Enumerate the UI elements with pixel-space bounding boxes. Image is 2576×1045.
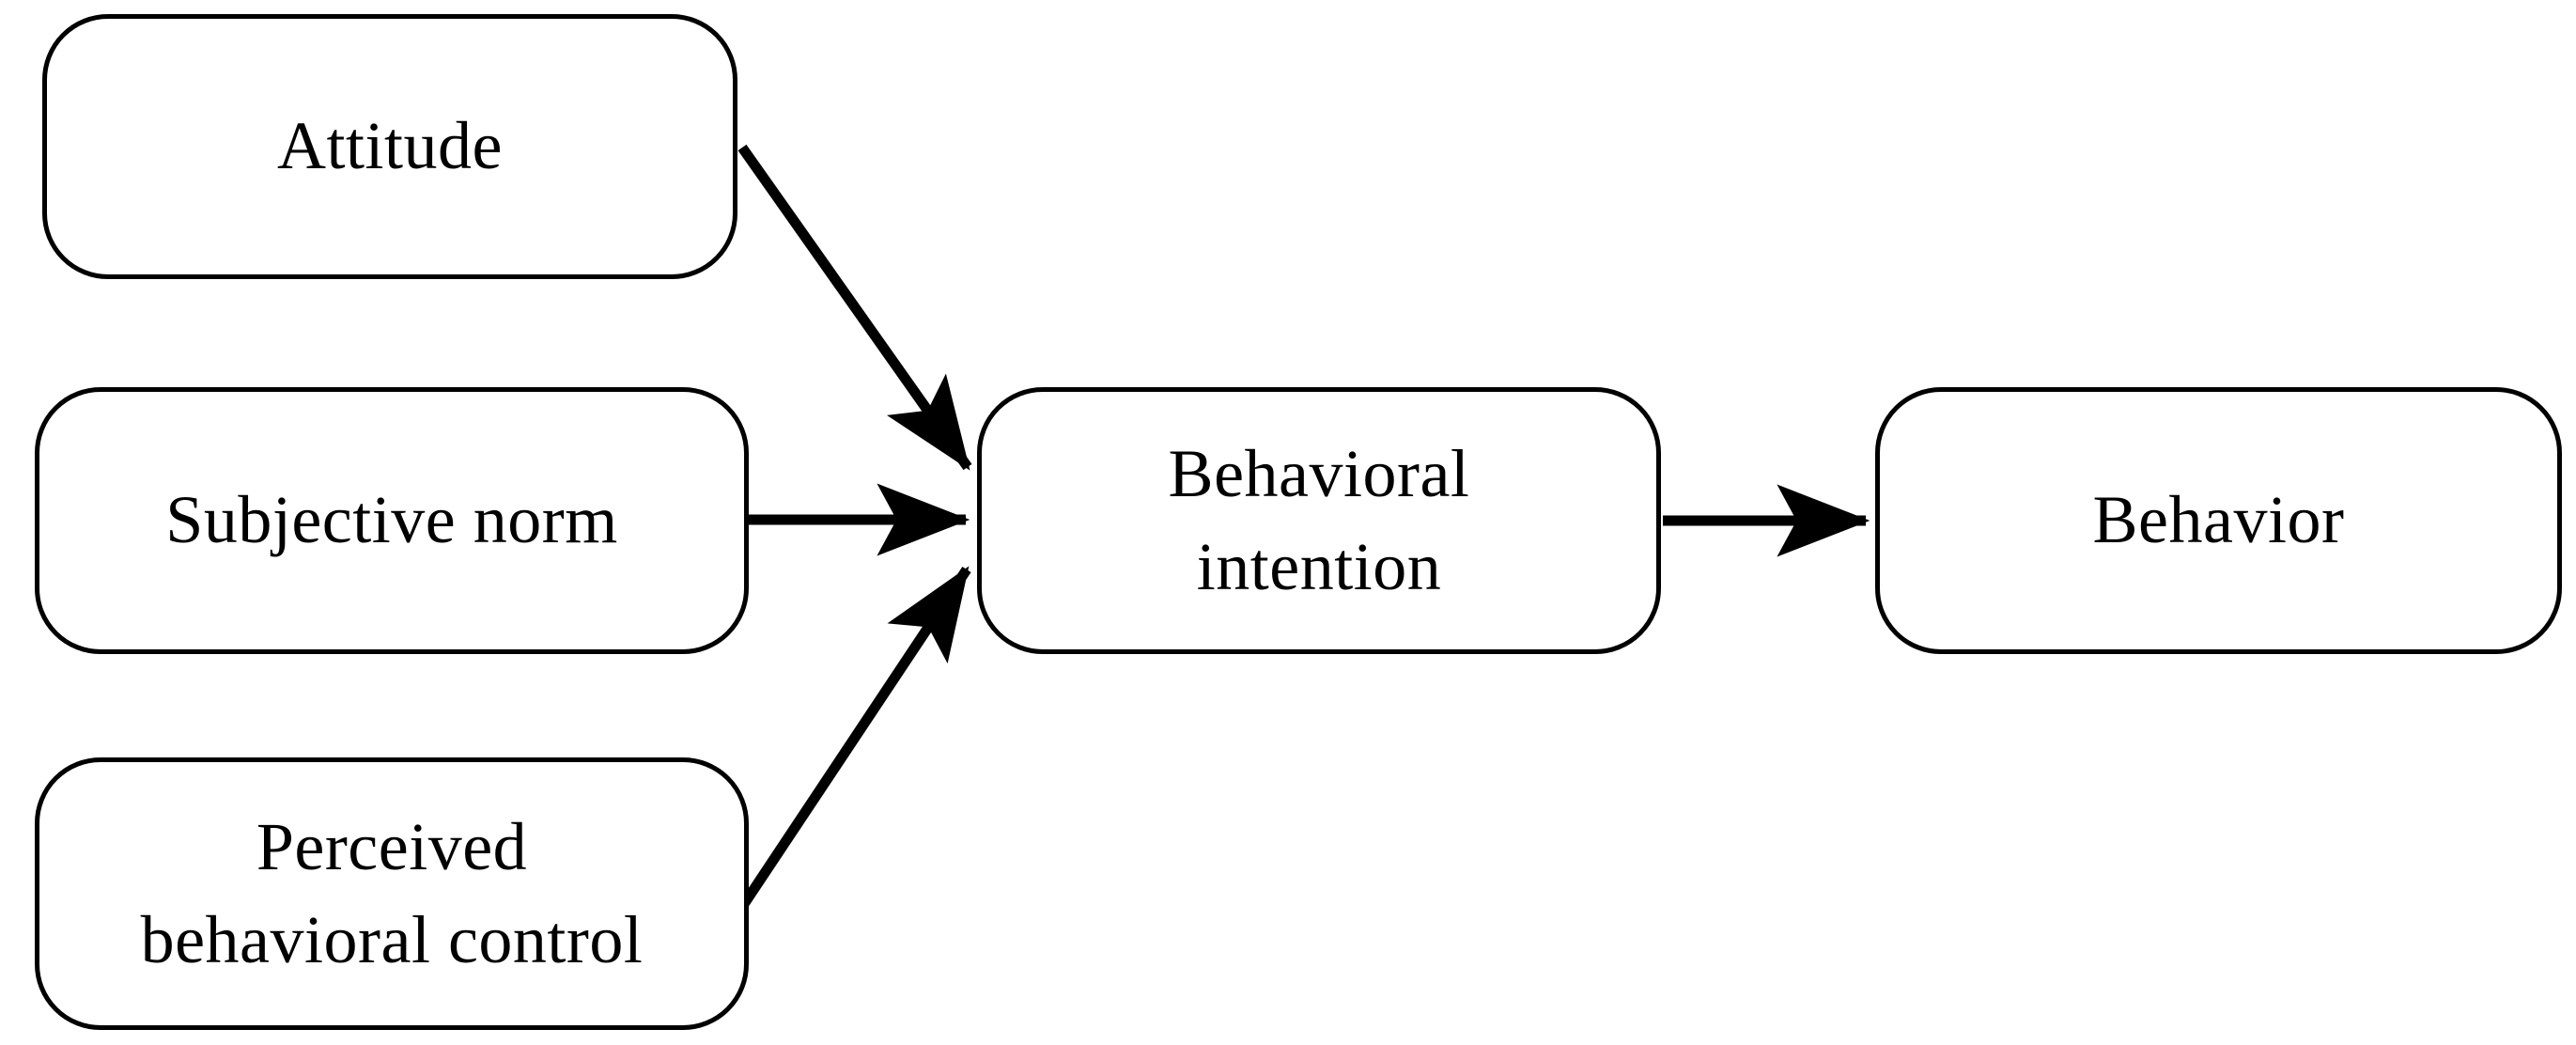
node-behavioral-intention-label: Behavioral intention	[1168, 435, 1470, 604]
node-attitude[interactable]: Attitude	[42, 14, 737, 279]
node-subjective-norm-label: Subjective norm	[165, 482, 618, 558]
node-behavior-label: Behavior	[2092, 482, 2345, 558]
edge-perceived-control-to-intention	[732, 566, 971, 919]
node-behavioral-intention[interactable]: Behavioral intention	[977, 387, 1661, 654]
node-subjective-norm[interactable]: Subjective norm	[35, 387, 749, 654]
node-perceived-behavioral-control[interactable]: Perceived behavioral control	[35, 757, 749, 1030]
node-perceived-behavioral-control-label: Perceived behavioral control	[140, 808, 644, 977]
node-behavior[interactable]: Behavior	[1875, 387, 2562, 654]
node-attitude-label: Attitude	[277, 108, 503, 184]
edge-attitude-to-intention	[737, 144, 972, 471]
